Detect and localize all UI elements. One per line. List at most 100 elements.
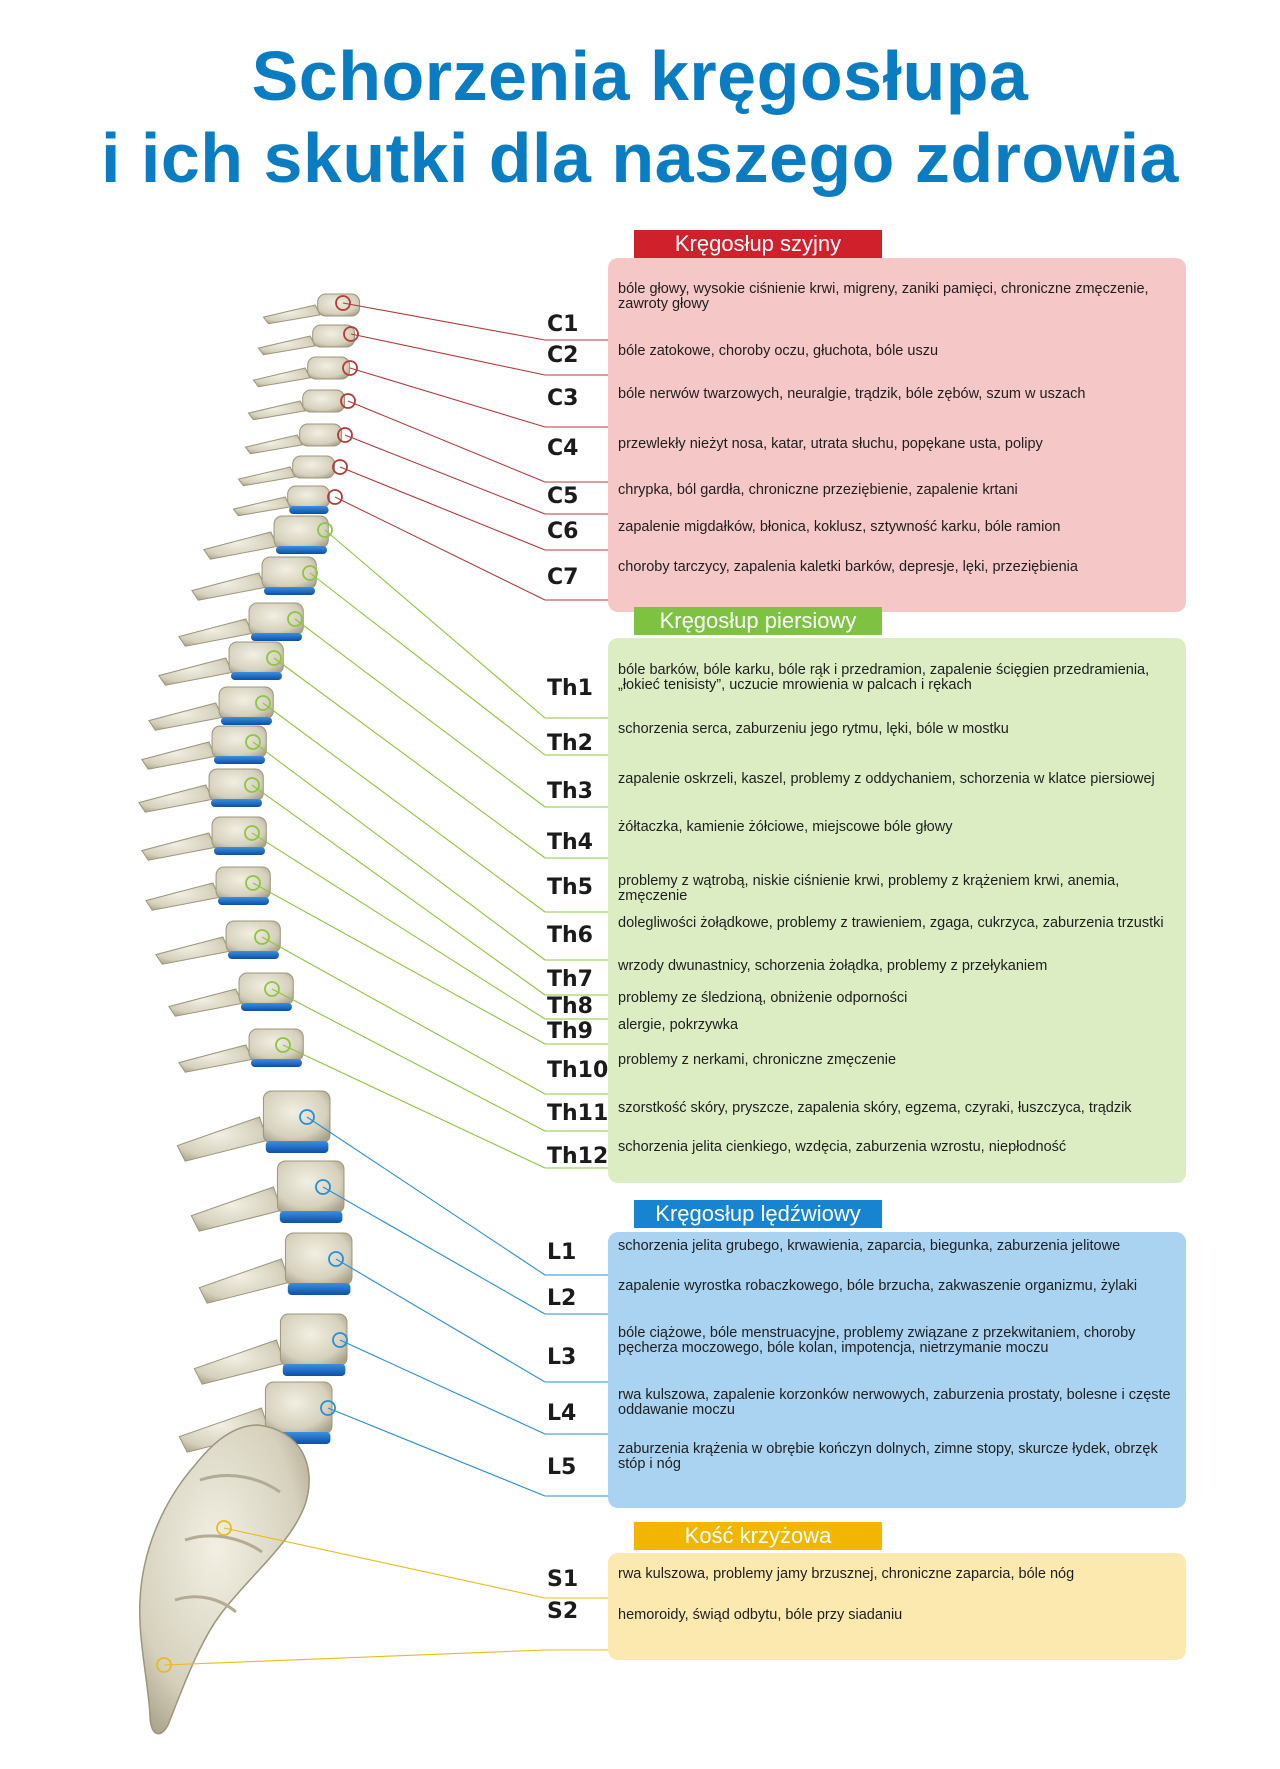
intervertebral-disc	[220, 717, 273, 725]
vertebra-ailments-c5: chrypka, ból gardła, chroniczne przezięb…	[618, 482, 1018, 498]
vertebra-ailments-th2: schorzenia serca, zaburzeniu jego rytmu,…	[618, 721, 1009, 737]
vertebra-process	[138, 784, 213, 813]
vertebra-ailments-c3: bóle nerwów twarzowych, neuralgie, trądz…	[618, 386, 1086, 402]
vertebra-body	[284, 1232, 353, 1286]
vertebra-ailments-l4: rwa kulszowa, zapalenie korzonków nerwow…	[618, 1387, 1171, 1418]
vertebra-label-th2: Th2	[547, 731, 593, 756]
vertebra-process	[232, 496, 291, 517]
section-panel-thoracic	[608, 638, 1186, 1183]
vertebra-label-s2: S2	[547, 1599, 579, 1624]
vertebra-body	[273, 515, 329, 549]
vertebra-label-s1: S1	[547, 1567, 579, 1592]
vertebra-process	[237, 466, 296, 487]
vertebra-ailments-th11: szorstkość skóry, pryszcze, zapalenia sk…	[618, 1100, 1132, 1116]
vertebra-body	[218, 686, 274, 720]
vertebra-body	[287, 485, 331, 509]
vertebra-ailments-l5: zaburzenia krążenia w obrębie kończyn do…	[618, 1441, 1158, 1472]
vertebra-process	[252, 367, 311, 388]
vertebra-process	[203, 531, 278, 560]
intervertebral-disc	[217, 897, 270, 905]
vertebra-body	[248, 1028, 304, 1062]
vertebral-column	[138, 293, 361, 1453]
vertebra-ailments-th8: problemy ze śledzioną, obniżenie odporno…	[618, 990, 908, 1006]
vertebra-body	[264, 1381, 333, 1435]
vertebra-ailments-c1: bóle głowy, wysokie ciśnienie krwi, migr…	[618, 281, 1149, 312]
vertebra-body	[261, 556, 317, 590]
vertebra-body	[211, 725, 267, 759]
intervertebral-disc	[227, 951, 280, 959]
section-panel-cervical	[608, 258, 1186, 612]
intervertebral-disc	[213, 847, 266, 855]
vertebra-process	[262, 304, 321, 325]
vertebra-body	[279, 1313, 348, 1367]
vertebra-ailments-c6: zapalenie migdałków, błonica, koklusz, s…	[618, 519, 1061, 535]
vertebra-label-th9: Th9	[547, 1019, 593, 1044]
vertebra-ailments-c4: przewlekły nieżyt nosa, katar, utrata sł…	[618, 436, 1043, 452]
vertebra-label-th6: Th6	[547, 923, 593, 948]
vertebra-process	[190, 1186, 282, 1232]
vertebra-ailments-l3: bóle ciążowe, bóle menstruacyjne, proble…	[618, 1325, 1136, 1356]
vertebra-process	[244, 434, 303, 455]
vertebra-label-th8: Th8	[547, 994, 593, 1019]
vertebra-label-c7: C7	[547, 565, 579, 590]
vertebra-label-l2: L2	[547, 1286, 577, 1311]
vertebra-process	[178, 1044, 253, 1073]
vertebra-label-c6: C6	[547, 519, 579, 544]
vertebra-process	[168, 988, 243, 1017]
vertebra-body	[292, 455, 336, 479]
vertebra-label-th5: Th5	[547, 875, 593, 900]
vertebra-ailments-l1: schorzenia jelita grubego, krwawienia, z…	[618, 1238, 1121, 1254]
vertebra-process	[193, 1339, 285, 1385]
vertebra-ailments-c7: choroby tarczycy, zapalenia kaletki bark…	[618, 559, 1078, 575]
section-header-sacral: Kość krzyżowa	[634, 1522, 882, 1550]
vertebra-body	[312, 324, 356, 348]
vertebra-label-c5: C5	[547, 484, 579, 509]
vertebra-label-l5: L5	[547, 1455, 577, 1480]
vertebra-body	[238, 972, 294, 1006]
intervertebral-disc	[240, 1003, 293, 1011]
vertebra-process	[141, 741, 216, 770]
section-panel-sacral	[608, 1553, 1186, 1660]
vertebra-ailments-c2: bóle zatokowe, choroby oczu, głuchota, b…	[618, 343, 939, 359]
vertebra-process	[176, 1116, 268, 1162]
vertebra-ailments-th10: problemy z nerkami, chroniczne zmęczenie	[618, 1052, 897, 1068]
vertebra-body	[262, 1090, 331, 1144]
section-header-lumbar: Kręgosłup lędźwiowy	[634, 1200, 882, 1228]
intervertebral-disc	[210, 799, 263, 807]
vertebra-label-th11: Th11	[547, 1101, 609, 1126]
vertebra-body	[211, 816, 267, 850]
vertebra-ailments-th6: dolegliwości żołądkowe, problemy z trawi…	[618, 915, 1164, 931]
vertebra-label-th12: Th12	[547, 1144, 609, 1169]
vertebra-ailments-s2: hemoroidy, świąd odbytu, bóle przy siada…	[618, 1607, 903, 1623]
vertebra-body	[307, 356, 351, 380]
intervertebral-disc	[250, 1059, 303, 1067]
vertebra-label-th10: Th10	[547, 1058, 609, 1083]
vertebra-process	[141, 832, 216, 861]
vertebra-process	[198, 1258, 290, 1304]
vertebra-body	[228, 641, 284, 675]
vertebra-ailments-th3: zapalenie oskrzeli, kaszel, problemy z o…	[618, 771, 1155, 787]
intervertebral-disc	[282, 1364, 346, 1376]
vertebra-process	[191, 572, 266, 601]
intervertebral-disc	[275, 546, 328, 554]
vertebra-label-l1: L1	[547, 1240, 577, 1265]
vertebra-process	[158, 657, 233, 686]
vertebra-label-c3: C3	[547, 386, 579, 411]
vertebra-label-th3: Th3	[547, 779, 593, 804]
vertebra-ailments-th5: problemy z wątrobą, niskie ciśnienie krw…	[618, 873, 1120, 904]
section-header-cervical: Kręgosłup szyjny	[634, 230, 882, 258]
intervertebral-disc	[263, 587, 316, 595]
intervertebral-disc	[230, 672, 283, 680]
intervertebral-disc	[265, 1141, 329, 1153]
vertebra-label-c2: C2	[547, 343, 579, 368]
section-header-thoracic: Kręgosłup piersiowy	[634, 607, 882, 635]
intervertebral-disc	[289, 506, 329, 514]
vertebra-ailments-l2: zapalenie wyrostka robaczkowego, bóle br…	[618, 1278, 1138, 1294]
sacrum	[138, 1424, 310, 1735]
vertebra-body	[225, 920, 281, 954]
vertebra-label-th7: Th7	[547, 967, 593, 992]
section-panel-lumbar	[608, 1232, 1186, 1508]
vertebra-label-l4: L4	[547, 1401, 577, 1426]
intervertebral-disc	[250, 633, 303, 641]
vertebra-process	[247, 400, 306, 421]
